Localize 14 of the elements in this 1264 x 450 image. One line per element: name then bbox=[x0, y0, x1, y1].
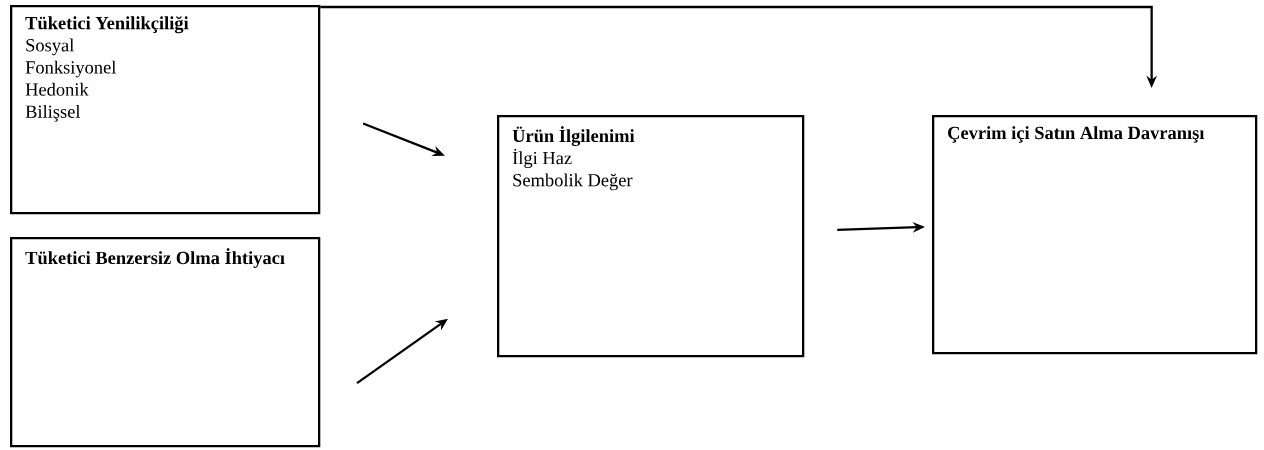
list-item: Hedonik bbox=[25, 82, 89, 96]
list-item: Sosyal bbox=[26, 38, 74, 56]
box-heading: Tüketici Benzersiz Olma İhtiyacı bbox=[25, 248, 285, 268]
box-heading: Çevrim içi Satın Alma Davranışı bbox=[948, 126, 1205, 143]
list-item: Fonksiyonel bbox=[25, 60, 116, 78]
concept-box bbox=[10, 237, 321, 448]
concept-box bbox=[10, 5, 321, 215]
box-heading: Ürün İlgilenimi bbox=[512, 126, 635, 147]
list-item: Sembolik Değer bbox=[513, 173, 633, 191]
list-item: Bilişsel bbox=[25, 104, 81, 122]
list-item: İlgi Haz bbox=[512, 148, 572, 169]
concept-box bbox=[497, 115, 805, 358]
box-heading: Tüketici Yenilikçiliği bbox=[25, 16, 189, 34]
concept-box bbox=[932, 115, 1258, 355]
